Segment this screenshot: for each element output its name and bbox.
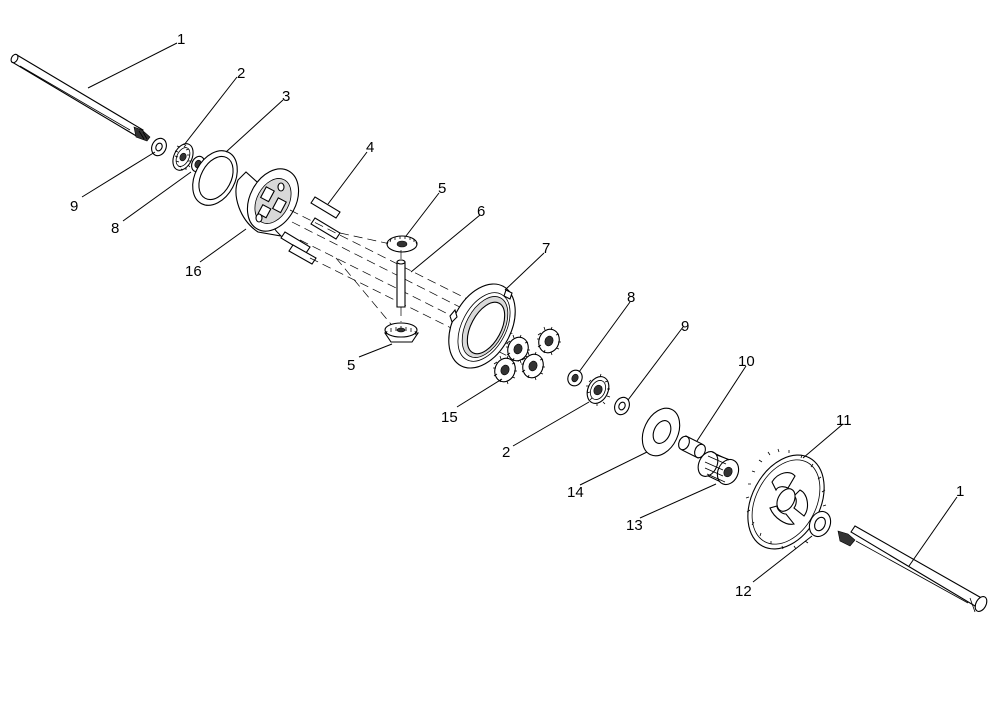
callout-7-ring-gear: 7	[542, 240, 550, 257]
bushing-right	[567, 369, 583, 387]
left-axle-shaft	[10, 53, 151, 142]
callout-8-bushing-right: 8	[627, 289, 635, 306]
bevel-gear-right	[586, 373, 611, 406]
thrust-washer-right	[614, 396, 630, 416]
planet-gears	[493, 326, 561, 385]
callout-5-pinion-top: 5	[438, 180, 446, 197]
callout-8-bushing-left: 8	[111, 220, 119, 237]
callout-2-bevel-gear: 2	[237, 65, 245, 82]
callout-6-cross-shaft: 6	[477, 203, 485, 220]
callout-1-left-axle: 1	[177, 31, 185, 48]
gasket-ring	[192, 150, 238, 206]
bevel-gear-left	[172, 143, 194, 171]
callout-2-bevel-gear-bottom: 2	[502, 444, 510, 461]
callout-1-right-axle: 1	[956, 483, 964, 500]
spacer-washer	[641, 407, 681, 457]
planet-gear-3	[521, 351, 545, 381]
internal-ring-gear	[448, 283, 516, 369]
callout-15-planet-gears: 15	[441, 409, 458, 426]
callout-9-washer-left: 9	[70, 198, 78, 215]
callout-labels: 1 2 3 4 5 6 7 8 9 10 11 1 9 8 16 5 15 2 …	[70, 31, 964, 600]
callout-10-sleeve: 10	[738, 353, 755, 370]
pinion-gear-bottom	[383, 322, 420, 343]
planet-gear-4	[493, 355, 517, 385]
callout-11-large-gear: 11	[836, 412, 852, 429]
drive-spur-gear	[697, 451, 740, 486]
cross-pins	[280, 196, 341, 265]
callout-9-washer-right: 9	[681, 318, 689, 335]
shaft-washer	[808, 510, 832, 538]
thrust-washer-left	[151, 137, 167, 157]
callout-12-shaft-washer: 12	[735, 583, 752, 600]
callout-14-spacer-washer: 14	[567, 484, 584, 501]
callout-13-spur-gear: 13	[626, 517, 643, 534]
pinion-gear-top	[386, 235, 418, 253]
leader-lines	[81, 42, 958, 583]
large-output-gear	[745, 448, 827, 550]
cross-shaft	[396, 250, 406, 322]
differential-housing	[235, 168, 300, 237]
sleeve-bushing	[678, 435, 706, 459]
callout-4-cross-pins: 4	[366, 139, 374, 156]
callout-5-pinion-bottom: 5	[347, 357, 355, 374]
callout-16-housing: 16	[185, 263, 202, 280]
planet-gear-2	[506, 334, 530, 364]
planet-gear-1	[537, 326, 561, 356]
callout-3-gasket-ring: 3	[282, 88, 290, 105]
right-axle-shaft	[837, 525, 988, 613]
